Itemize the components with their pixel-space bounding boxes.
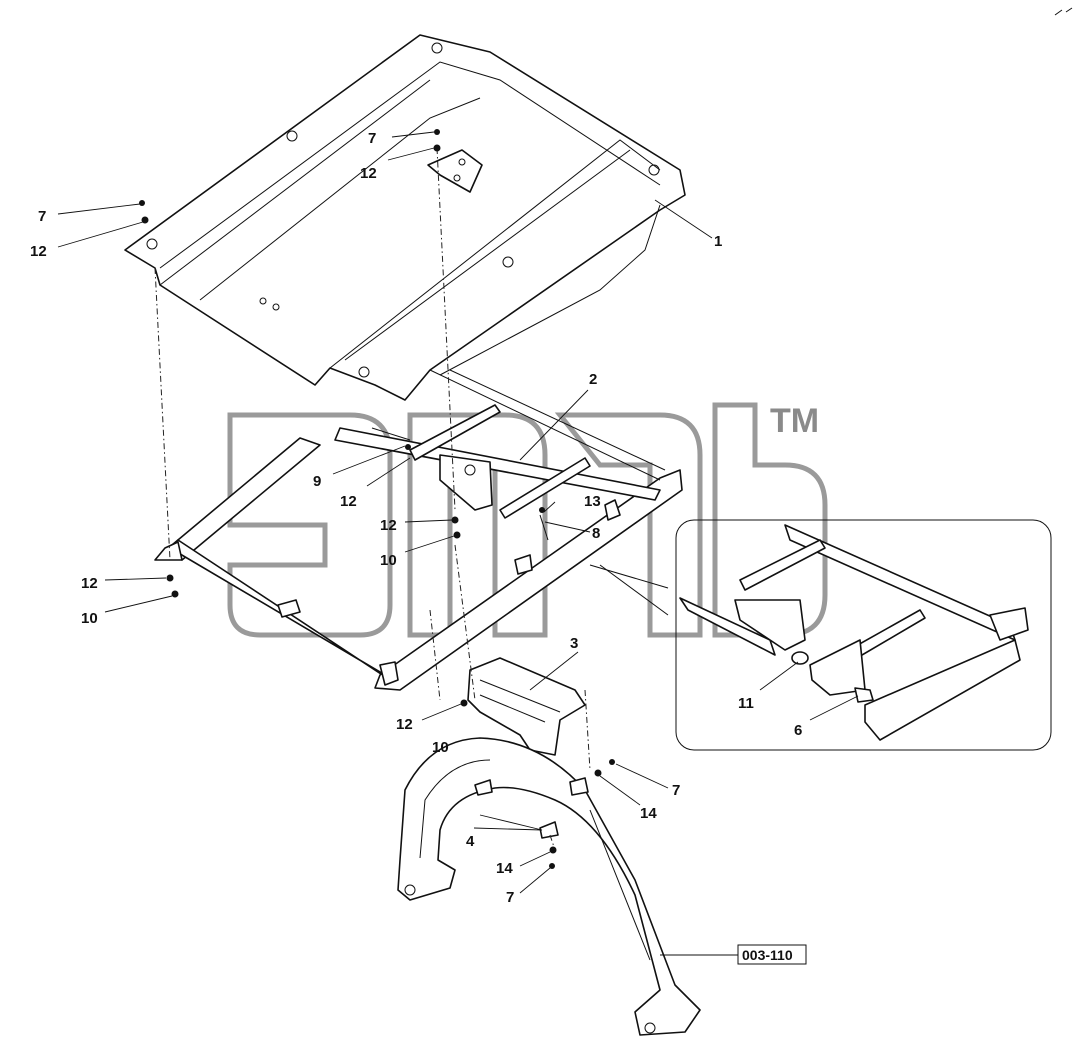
label-7-rollbar-upper: 7 (672, 782, 680, 799)
label-6: 6 (794, 722, 802, 739)
label-9: 9 (313, 473, 321, 490)
label-14-rollbar-lower: 14 (496, 860, 513, 877)
label-7-roof-center: 7 (368, 130, 376, 147)
label-1: 1 (714, 233, 722, 250)
label-10-bracket: 10 (432, 739, 449, 756)
label-8: 8 (592, 525, 600, 542)
label-12-frame-center: 12 (380, 517, 397, 534)
reference-box[interactable]: 003-110 (737, 944, 807, 965)
corner-mark-icon (1054, 7, 1073, 16)
label-14-rollbar-upper: 14 (640, 805, 657, 822)
roll-bar (397, 737, 701, 1036)
label-4: 4 (466, 833, 475, 850)
label-13: 13 (584, 493, 601, 510)
label-3: 3 (570, 635, 578, 652)
detail-inset (589, 519, 1052, 751)
main-frame (154, 369, 683, 691)
leader-lines (57, 131, 859, 956)
fasteners (139, 129, 615, 869)
label-12-frame-upper: 12 (340, 493, 357, 510)
label-10-frame-center: 10 (380, 552, 397, 569)
assembly-lines (154, 147, 591, 851)
label-7-rollbar-lower: 7 (506, 889, 514, 906)
label-12-frame-left: 12 (81, 575, 98, 592)
label-11: 11 (738, 695, 754, 712)
label-7-roof-left: 7 (38, 208, 46, 225)
label-12-roof-center: 12 (360, 165, 377, 182)
part-labels: 7 12 7 12 1 2 9 12 13 12 8 10 12 10 3 11… (30, 130, 802, 906)
label-10-frame-left: 10 (81, 610, 98, 627)
watermark-text: TM (770, 402, 819, 440)
label-12-roof-left: 12 (30, 243, 47, 260)
label-12-bracket: 12 (396, 716, 413, 733)
roof-panel (124, 34, 686, 401)
label-2: 2 (589, 371, 597, 388)
reference-code: 003-110 (742, 947, 793, 963)
bracket (467, 657, 586, 756)
